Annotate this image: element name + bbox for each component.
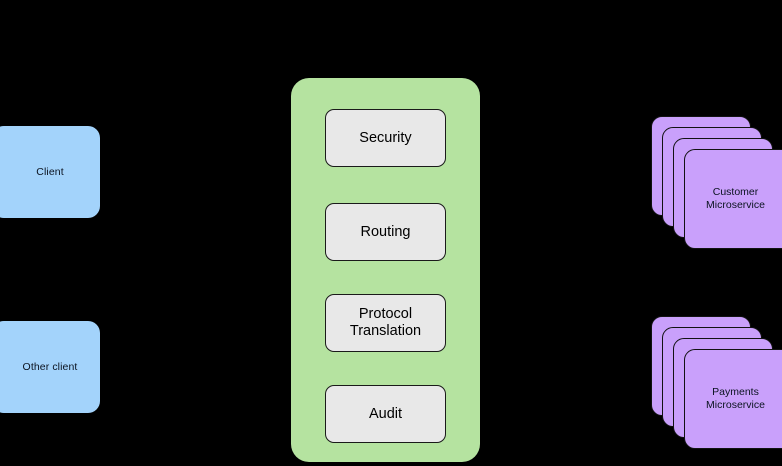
- microservice-stack-customer[interactable]: Customer Microservice: [651, 116, 782, 249]
- microservice-label: Customer Microservice: [706, 186, 765, 211]
- client-box-label: Other client: [22, 360, 78, 373]
- capability-label: Audit: [368, 405, 403, 422]
- stack-card-front[interactable]: Customer Microservice: [684, 149, 782, 249]
- capability-box-protocol-translation[interactable]: Protocol Translation: [325, 294, 446, 352]
- client-box-client[interactable]: Client: [0, 126, 100, 218]
- capability-box-audit[interactable]: Audit: [325, 385, 446, 443]
- api-gateway-container[interactable]: Security Routing Protocol Translation Au…: [291, 78, 480, 462]
- client-box-label: Client: [36, 165, 64, 178]
- microservice-stack-payments[interactable]: Payments Microservice: [651, 316, 782, 449]
- capability-box-routing[interactable]: Routing: [325, 203, 446, 261]
- microservice-label: Payments Microservice: [706, 386, 765, 411]
- client-box-other-client[interactable]: Other client: [0, 321, 100, 413]
- capability-label: Routing: [360, 223, 411, 240]
- capability-label: Security: [359, 129, 412, 146]
- capability-label: Protocol Translation: [349, 306, 422, 339]
- capability-box-security[interactable]: Security: [325, 109, 446, 167]
- stack-card-front[interactable]: Payments Microservice: [684, 349, 782, 449]
